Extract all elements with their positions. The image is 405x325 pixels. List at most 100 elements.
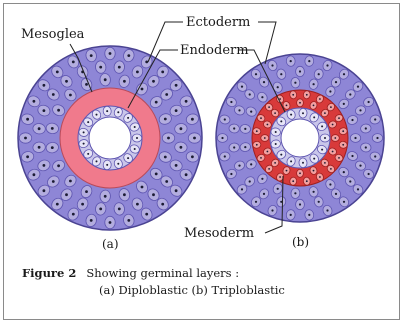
gut-cavity-a [89,117,131,159]
cell-nucleus [90,54,93,57]
cell-nucleus [349,180,351,182]
cell-nucleus [329,90,331,92]
cell-nucleus [313,83,315,85]
cell-nucleus [180,127,183,130]
caption-line-1: Showing germinal layers : [86,266,239,280]
cell-nucleus [85,83,88,86]
cell-nucleus [286,170,288,172]
cell-nucleus [241,188,243,190]
cell-nucleus [106,110,108,112]
cell-nucleus [338,157,340,159]
cell-nucleus [277,188,279,190]
cell-nucleus [81,203,84,206]
cell-nucleus [374,155,376,157]
cell-nucleus [302,112,304,114]
cell-nucleus [56,71,59,74]
cell-nucleus [359,109,361,111]
cell-nucleus [175,84,178,87]
cell-nucleus [274,162,276,164]
cell-nucleus [127,54,130,57]
cell-nucleus [51,127,54,130]
cell-nucleus [294,82,296,84]
cell-nucleus [145,61,148,64]
cell-nucleus [271,64,273,66]
cell-nucleus [136,137,138,139]
cell-nucleus [52,93,55,96]
cell-nucleus [280,154,282,156]
cell-nucleus [175,109,178,112]
gut-cavity-b [281,119,319,157]
cell-nucleus [279,98,281,100]
mesoglea-label: Mesoglea [21,27,85,42]
cell-nucleus [286,105,288,107]
cell-nucleus [335,193,337,195]
cell-nucleus [357,188,359,190]
cell-nucleus [57,109,60,112]
cell-nucleus [230,101,232,103]
cell-nucleus [290,60,292,62]
cell-nucleus [155,101,158,104]
cell-nucleus [65,80,68,83]
cell-nucleus [277,86,279,88]
cell-nucleus [193,137,196,140]
cell-nucleus [56,203,59,206]
cell-nucleus [290,114,292,116]
cell-nucleus [43,84,46,87]
cell-nucleus [69,94,72,97]
cell-nucleus [279,176,281,178]
cell-nucleus [349,93,351,95]
cell-nucleus [343,103,345,105]
cell-nucleus [65,193,68,196]
cell-nucleus [260,117,262,119]
cell-nucleus [109,221,112,224]
cell-nucleus [313,191,315,193]
cell-nucleus [69,180,72,183]
cell-nucleus [313,170,315,172]
cell-nucleus [175,189,178,192]
cell-nucleus [343,201,345,203]
cell-nucleus [299,70,301,72]
cell-nucleus [233,127,235,129]
cell-nucleus [376,137,378,139]
cell-nucleus [221,137,223,139]
cell-nucleus [319,176,321,178]
cell-nucleus [136,203,139,206]
cell-nucleus [83,131,85,133]
cell-nucleus [152,80,155,83]
cell-nucleus [342,144,344,146]
cell-nucleus [33,173,36,176]
cell-nucleus [117,111,119,113]
cell-nucleus [90,219,93,222]
cell-nucleus [256,144,258,146]
cell-nucleus [319,98,321,100]
cell-nucleus [230,173,232,175]
cell-nucleus [185,173,188,176]
cell-nucleus [267,124,269,126]
cell-nucleus [165,93,168,96]
cell-nucleus [275,131,277,133]
cell-nucleus [104,78,107,81]
cell-nucleus [250,163,252,165]
cell-nucleus [118,66,121,69]
cell-nucleus [306,94,308,96]
cell-nucleus [330,106,332,108]
cell-nucleus [261,96,263,98]
cell-nucleus [280,73,282,75]
cell-nucleus [161,71,164,74]
cell-nucleus [127,117,129,119]
cell-nucleus [313,105,315,107]
cell-nucleus [127,157,129,159]
cell-nucleus [359,165,361,167]
cell-nucleus [267,151,269,153]
cell-nucleus [324,162,326,164]
cell-nucleus [294,192,296,194]
cell-nucleus [99,66,102,69]
cell-nucleus [324,137,326,139]
cell-nucleus [233,146,235,148]
panel-a-label: (a) [102,237,119,251]
cell-nucleus [141,186,144,189]
cell-nucleus [52,180,55,183]
cell-nucleus [368,173,370,175]
cell-nucleus [249,180,251,182]
cell-nucleus [292,180,294,182]
